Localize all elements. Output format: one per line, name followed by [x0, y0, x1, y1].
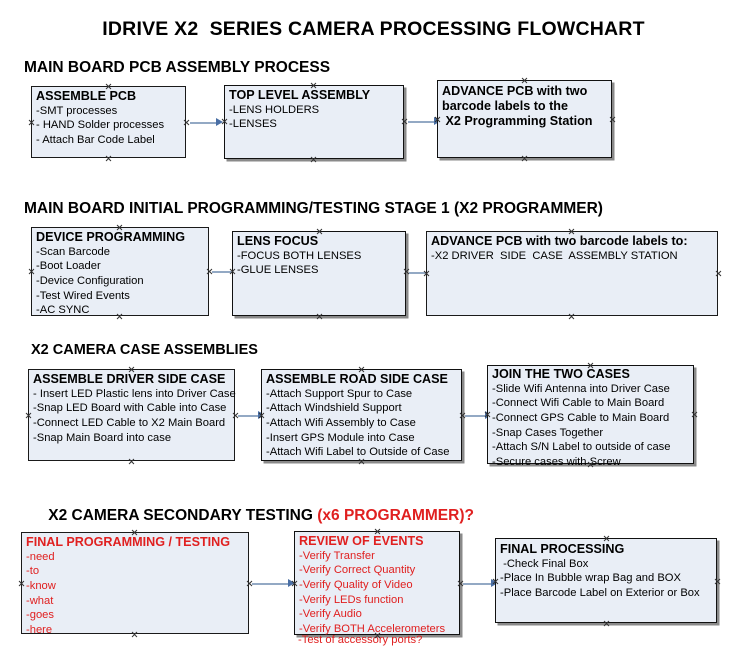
box-title: FINAL PROCESSING: [500, 542, 625, 556]
process-box-device-programming[interactable]: DEVICE PROGRAMMING -Scan Barcode -Boot L…: [31, 227, 209, 316]
box-line: -X2 DRIVER SIDE CASE ASSEMBLY STATION: [431, 249, 678, 262]
box-line: -LENS HOLDERS: [229, 103, 320, 116]
box-line: -Place Barcode Label on Exterior or Box: [500, 586, 700, 599]
box-line: - Insert LED Plastic lens into Driver Ca…: [33, 387, 236, 400]
box-line: -Attach Windshield Support: [266, 402, 402, 415]
process-box-join-the-two-cases[interactable]: JOIN THE TWO CASES -Slide Wifi Antenna i…: [487, 365, 694, 468]
box-line: -here: [26, 623, 53, 636]
box-line: -Verify Audio: [299, 608, 362, 621]
box-line: -Test Wired Events: [36, 289, 130, 302]
process-box-review-of-events[interactable]: REVIEW OF EVENTS -Verify Transfer -Verif…: [294, 531, 460, 635]
box-line: -Verify Quality of Video: [299, 578, 413, 591]
box-line: -AC SYNC: [36, 304, 90, 317]
section-header-2: MAIN BOARD INITIAL PROGRAMMING/TESTING S…: [24, 200, 603, 217]
process-box-lens-focus[interactable]: LENS FOCUS -FOCUS BOTH LENSES -GLUE LENS…: [232, 231, 406, 316]
process-box-top-level-assembly[interactable]: TOP LEVEL ASSEMBLY -LENS HOLDERS -LENSES: [224, 85, 404, 159]
section-header-4-red: (x6 PROGRAMMER)?: [317, 507, 474, 524]
page-title: IDRIVE X2 SERIES CAMERA PROCESSING FLOWC…: [102, 18, 645, 40]
process-box-assemble-road-side-case[interactable]: ASSEMBLE ROAD SIDE CASE -Attach Support …: [261, 369, 462, 461]
box-line: -Verify Transfer: [299, 549, 375, 562]
process-box-assemble-driver-side-case[interactable]: ASSEMBLE DRIVER SIDE CASE - Insert LED P…: [28, 369, 236, 461]
box-line: -Snap Cases Together: [492, 426, 604, 439]
box-line: -SMT processes: [36, 104, 118, 117]
box-line: - HAND Solder processes: [36, 119, 165, 132]
connector-arrow: [252, 578, 296, 589]
box-line: -Place In Bubble wrap Bag and BOX: [500, 572, 681, 585]
box-line: -Scan Barcode: [36, 245, 111, 258]
connector-arrow: [463, 578, 499, 589]
box-line: -Insert GPS Module into Case: [266, 431, 415, 444]
box-title: TOP LEVEL ASSEMBLY: [229, 88, 371, 102]
connector-arrow: [190, 117, 224, 128]
box-title: REVIEW OF EVENTS: [299, 534, 424, 548]
process-box-assemble-pcb[interactable]: ASSEMBLE PCB -SMT processes - HAND Solde…: [31, 86, 186, 158]
box-line: barcode labels to the: [442, 98, 568, 113]
section-header-4: X2 CAMERA SECONDARY TESTING (x6 PROGRAMM…: [31, 489, 474, 543]
box-line: -Verify Correct Quantity: [299, 564, 416, 577]
box-title: FINAL PROGRAMMING / TESTING: [26, 535, 231, 549]
process-box-final-processing[interactable]: FINAL PROCESSING -Check Final Box -Place…: [495, 538, 717, 623]
box-line: -to: [26, 565, 40, 578]
box-overflow-line: -Test of accessory ports?: [298, 634, 423, 646]
box-line: -Check Final Box: [500, 557, 589, 570]
box-title: ADVANCE PCB with two: [442, 84, 588, 98]
box-line: -need: [26, 550, 55, 563]
box-line: -GLUE LENSES: [237, 264, 319, 277]
process-box-advance-pcb-1[interactable]: ADVANCE PCB with two barcode labels to t…: [437, 80, 612, 158]
box-line: -Attach Wifi Label to Outside of Case: [266, 446, 450, 459]
box-title: ADVANCE PCB with two barcode labels to:: [431, 234, 688, 248]
box-title: ASSEMBLE ROAD SIDE CASE: [266, 372, 448, 386]
box-line: -Slide Wifi Antenna into Driver Case: [492, 382, 670, 395]
section-header-1: MAIN BOARD PCB ASSEMBLY PROCESS: [24, 59, 331, 76]
box-line: -Snap LED Board with Cable into Case: [33, 402, 227, 415]
box-line: -goes: [26, 609, 54, 622]
box-title: LENS FOCUS: [237, 234, 319, 248]
box-title: ASSEMBLE DRIVER SIDE CASE: [33, 372, 226, 386]
box-line: -Attach Support Spur to Case: [266, 387, 413, 400]
box-line: -Secure cases with Screw: [492, 455, 621, 468]
section-header-4-black: X2 CAMERA SECONDARY TESTING: [48, 507, 318, 524]
box-line: -Verify BOTH Accelerometers: [299, 622, 446, 635]
box-line: -what: [26, 594, 54, 607]
box-line: - Attach Bar Code Label: [36, 133, 155, 146]
box-line: -Verify LEDs function: [299, 593, 404, 606]
box-line: -Connect Wifi Cable to Main Board: [492, 397, 665, 410]
box-title: JOIN THE TWO CASES: [492, 367, 630, 381]
box-line: -FOCUS BOTH LENSES: [237, 249, 362, 262]
box-line: -Connect LED Cable to X2 Main Board: [33, 416, 226, 429]
box-title: DEVICE PROGRAMMING: [36, 230, 186, 244]
box-line: -Attach Wifi Assembly to Case: [266, 416, 416, 429]
box-line: -LENSES: [229, 118, 277, 131]
box-line: -Device Configuration: [36, 274, 144, 287]
box-title: ASSEMBLE PCB: [36, 89, 137, 103]
box-line: X2 Programming Station: [442, 113, 593, 128]
process-box-final-programming-testing[interactable]: FINAL PROGRAMMING / TESTING -need -to -k…: [21, 532, 249, 636]
box-line: -Connect GPS Cable to Main Board: [492, 411, 670, 424]
box-line: -know: [26, 579, 56, 592]
process-box-advance-pcb-2[interactable]: ADVANCE PCB with two barcode labels to: …: [426, 231, 718, 316]
box-line: -Snap Main Board into case: [33, 431, 172, 444]
box-line: -Boot Loader: [36, 260, 101, 273]
section-header-3: X2 CAMERA CASE ASSEMBLIES: [31, 342, 258, 358]
box-line: -Attach S/N Label to outside of case: [492, 441, 671, 454]
